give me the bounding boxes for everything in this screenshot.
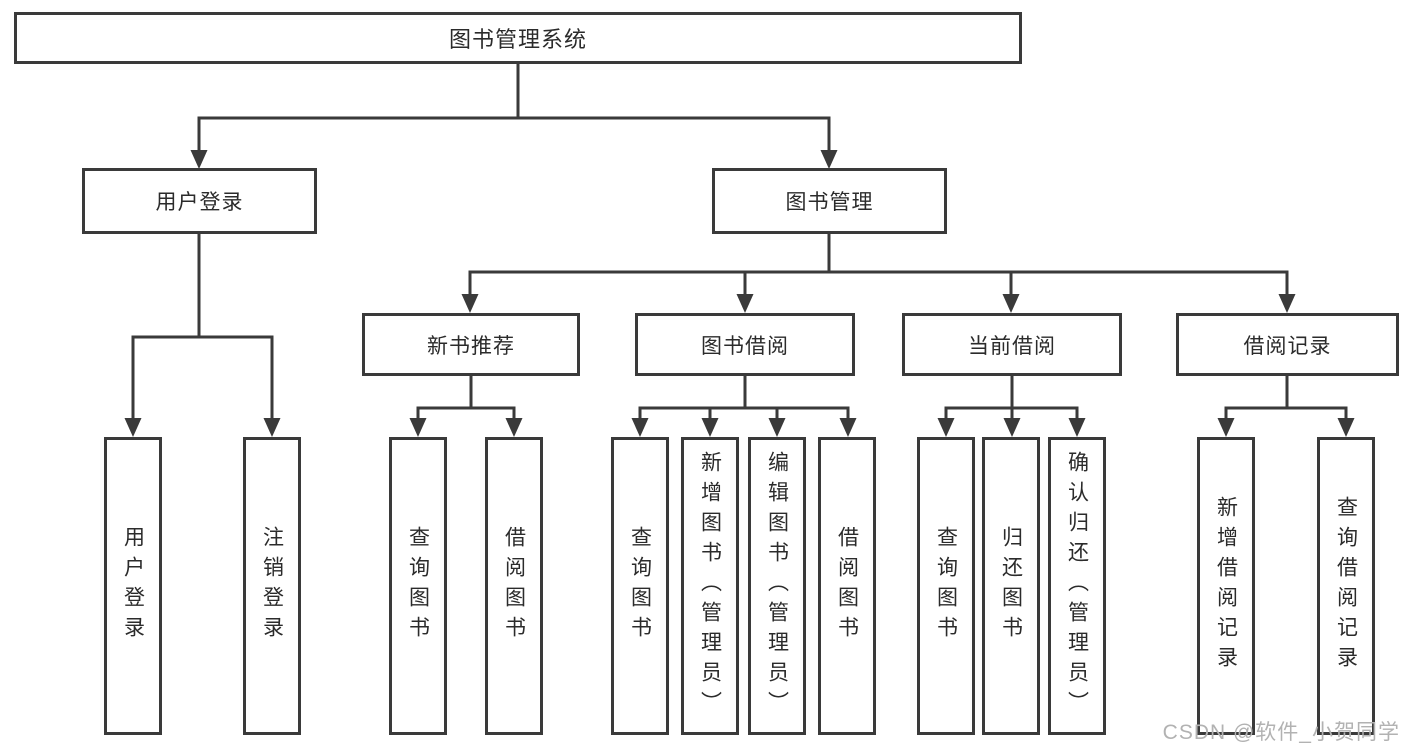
- leaf-query-books: 查询图书: [389, 437, 447, 735]
- leaf-edit-book-admin: 编辑图书（管理员）: [748, 437, 806, 735]
- leaf-query-borrow-record: 查询借阅记录: [1317, 437, 1375, 735]
- node-user-login: 用户登录: [82, 168, 317, 234]
- node-label: 图书管理: [785, 191, 874, 214]
- leaf-add-book-admin: 新增图书（管理员）: [681, 437, 739, 735]
- node-label: 用户登录: [155, 191, 244, 214]
- leaf-logout: 注销登录: [243, 437, 301, 735]
- leaf-query-books: 查询图书: [611, 437, 669, 735]
- node-new-book-recommend: 新书推荐: [362, 313, 580, 376]
- node-label: 当前借阅: [968, 334, 1056, 358]
- node-library-management-system: 图书管理系统: [14, 12, 1022, 64]
- leaf-add-borrow-record: 新增借阅记录: [1197, 437, 1255, 735]
- node-label: 图书管理系统: [448, 27, 587, 52]
- node-label: 图书借阅: [701, 334, 789, 358]
- node-book-borrow: 图书借阅: [635, 313, 855, 376]
- leaf-borrow-books: 借阅图书: [818, 437, 876, 735]
- node-label: 新书推荐: [427, 334, 515, 358]
- leaf-user-login: 用户登录: [104, 437, 162, 735]
- leaf-query-books: 查询图书: [917, 437, 975, 735]
- leaf-return-book: 归还图书: [982, 437, 1040, 735]
- csdn-watermark: CSDN @软件_小贺同学: [1162, 721, 1400, 744]
- leaf-borrow-books: 借阅图书: [485, 437, 543, 735]
- node-label: 借阅记录: [1243, 334, 1332, 358]
- node-current-borrow: 当前借阅: [902, 313, 1122, 376]
- node-borrow-records: 借阅记录: [1176, 313, 1399, 376]
- leaf-confirm-return-admin: 确认归还（管理员）: [1048, 437, 1106, 735]
- node-book-management: 图书管理: [712, 168, 947, 234]
